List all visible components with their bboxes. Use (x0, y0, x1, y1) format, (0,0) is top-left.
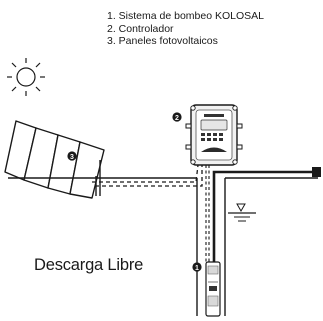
legend-item-controller: 2. Controlador (107, 22, 174, 35)
discharge-pipe (212, 170, 313, 262)
controller (185, 104, 243, 166)
marker-controller: 2 (172, 112, 182, 122)
legend-item-pump-system: 1. Sistema de bombeo KOLOSAL (107, 10, 265, 22)
marker-pump: 1 (192, 262, 202, 272)
marker-panels: 3 (67, 151, 77, 161)
sun-icon (7, 58, 45, 96)
pipe-outlet (312, 167, 321, 177)
panel-cable (92, 164, 203, 187)
solar-panels (4, 120, 105, 199)
legend-item-solar-panels: 3. Paneles fotovoltaicos (107, 35, 218, 47)
sun-rays (7, 58, 45, 96)
well-casing (196, 178, 226, 316)
water-level-icon (228, 203, 256, 222)
marker-panels-label: 3 (70, 154, 74, 161)
legend: 1. Sistema de bombeo KOLOSAL 2. Controla… (107, 10, 264, 48)
submersible-pump (205, 261, 221, 317)
pump-cable (205, 165, 210, 262)
marker-pump-label: 1 (195, 265, 199, 272)
marker-controller-label: 2 (175, 115, 179, 122)
discharge-caption: Descarga Libre (34, 256, 144, 274)
